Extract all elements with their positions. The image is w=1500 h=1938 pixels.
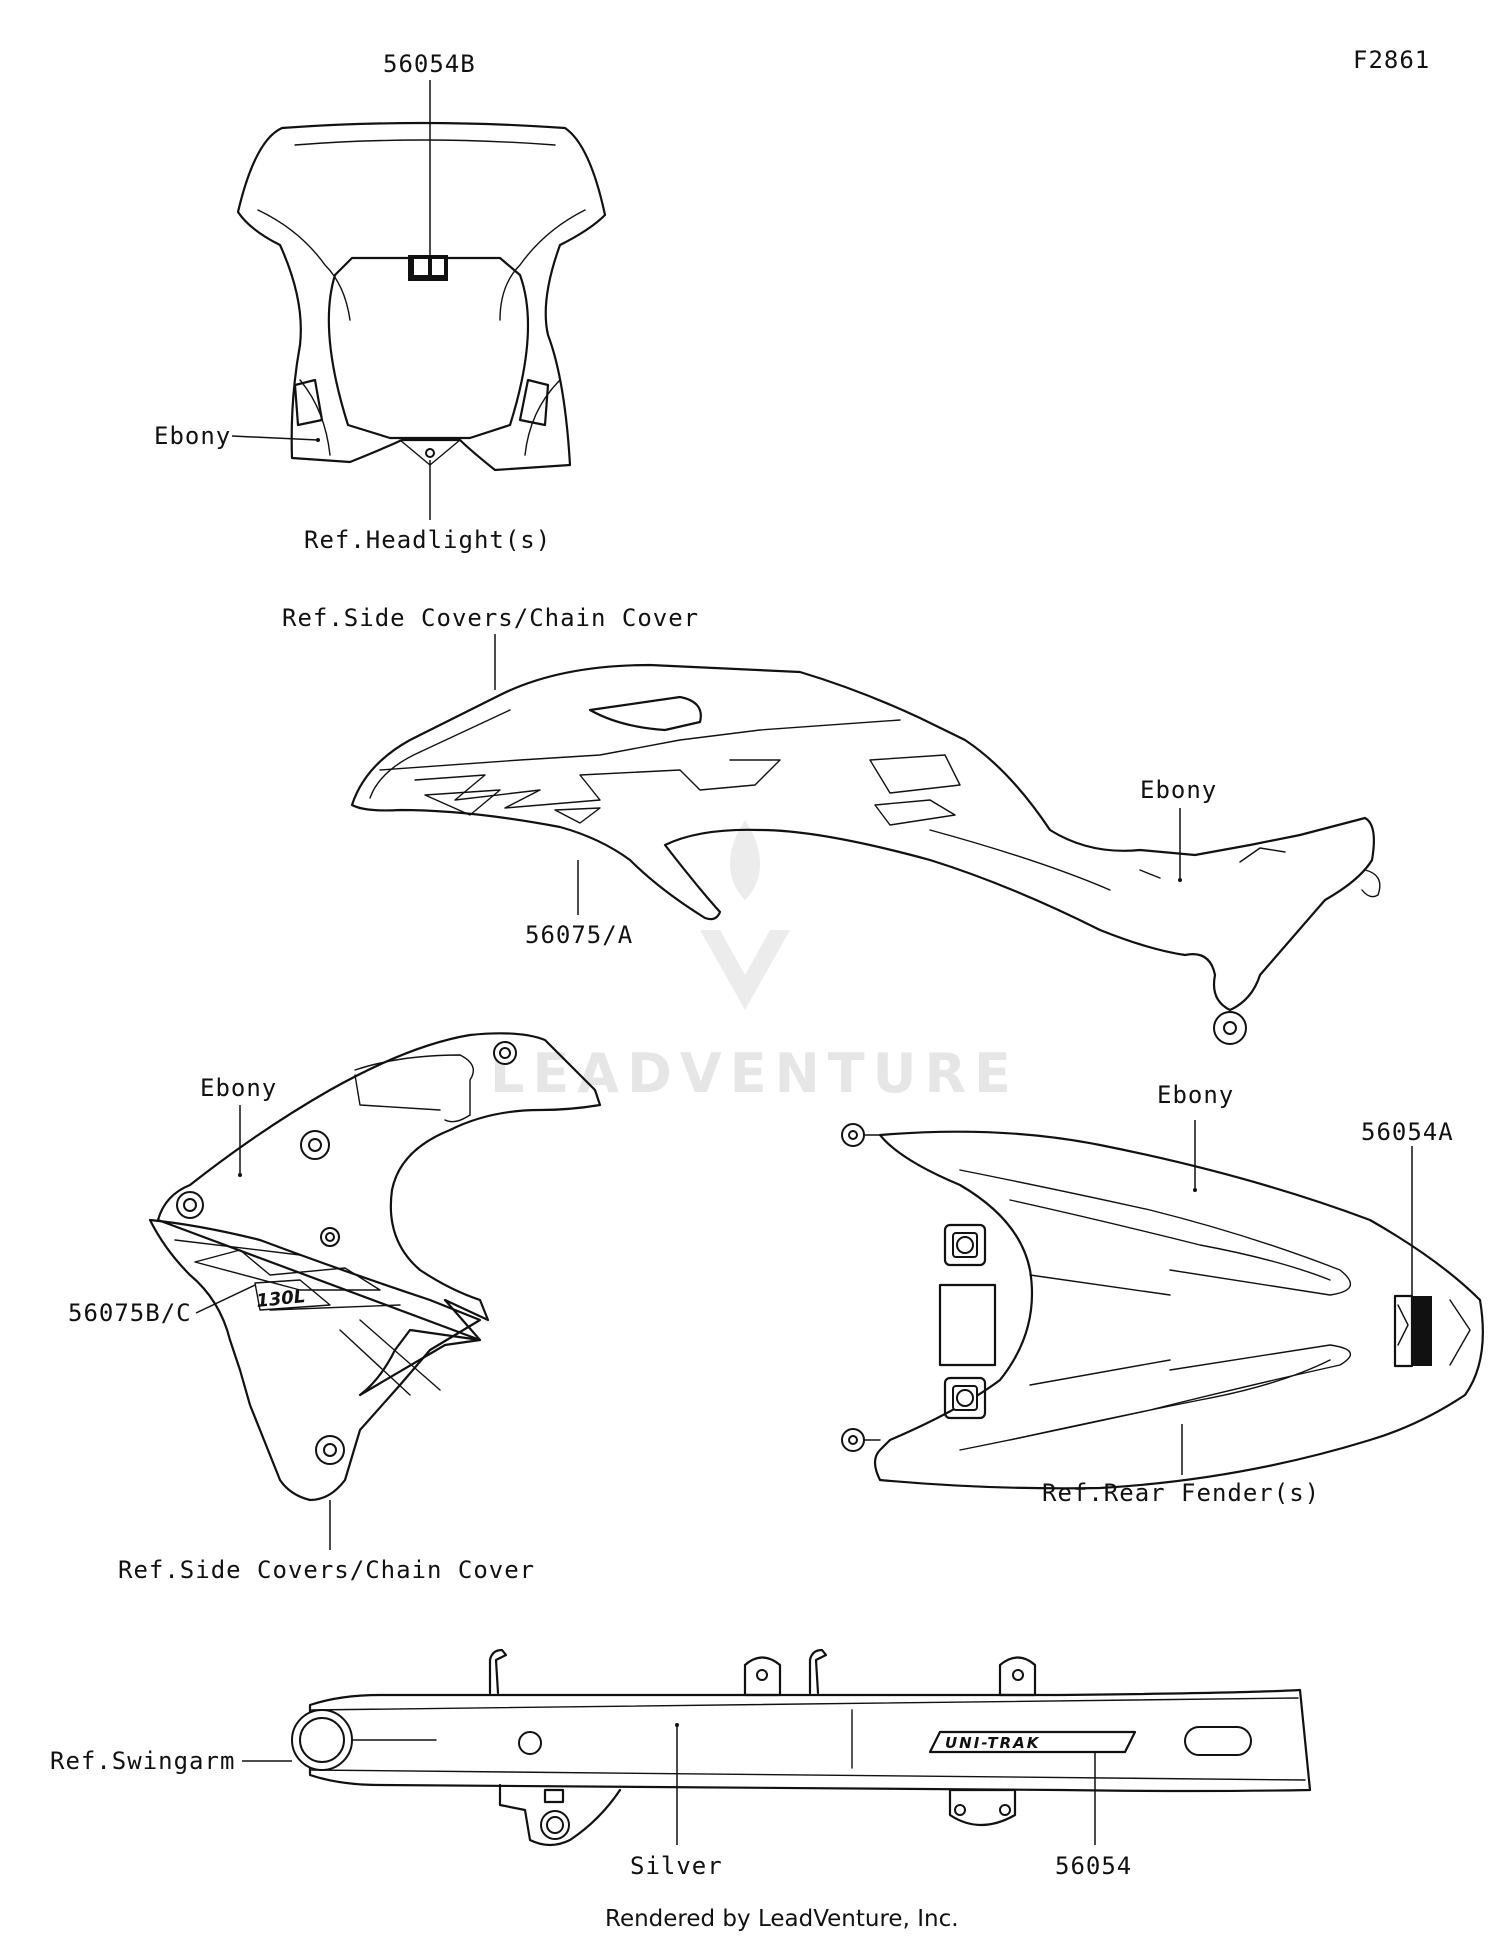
- figure-code: F2861: [1353, 46, 1430, 74]
- swingarm-reference-label: Ref.Swingarm: [50, 1747, 235, 1775]
- swingarm-drawing: UNI-TRAK: [291, 1648, 1312, 1847]
- headlight-reference-label: Ref.Headlight(s): [304, 526, 551, 554]
- rear-fender-kawasaki-logo: [1412, 1296, 1432, 1366]
- headlight-decal-number: 56054B: [383, 50, 476, 78]
- headlight-color-label: Ebony: [154, 422, 231, 450]
- side-cover-reference-label: Ref.Side Covers/Chain Cover: [282, 604, 699, 632]
- side-cover-drawing: [350, 663, 1381, 1045]
- shroud-decal-number: 56075B/C: [68, 1299, 192, 1327]
- watermark-text: LEADVENTURE: [490, 1042, 1019, 1105]
- footer-credit: Rendered by LeadVenture, Inc.: [605, 1906, 959, 1932]
- rear-fender-decal-number: 56054A: [1361, 1118, 1454, 1146]
- side-cover-color-label: Ebony: [1140, 776, 1217, 804]
- shroud-color-label: Ebony: [200, 1074, 277, 1102]
- swingarm-color-label: Silver: [630, 1852, 723, 1880]
- svg-text:UNI-TRAK: UNI-TRAK: [945, 1734, 1040, 1752]
- side-cover-decal-number: 56075/A: [525, 921, 633, 949]
- svg-text:130L: 130L: [255, 1286, 306, 1312]
- radiator-shroud-drawing: 130L: [148, 1032, 602, 1502]
- rear-fender-drawing: [841, 1123, 1484, 1490]
- swingarm-decal-number: 56054: [1055, 1852, 1132, 1880]
- leadventure-watermark: LEADVENTURE: [490, 820, 1019, 1105]
- headlight-cover-drawing: [236, 121, 607, 472]
- rear-fender-color-label: Ebony: [1157, 1081, 1234, 1109]
- shroud-reference-label: Ref.Side Covers/Chain Cover: [118, 1556, 535, 1584]
- rear-fender-reference-label: Ref.Rear Fender(s): [1042, 1479, 1320, 1507]
